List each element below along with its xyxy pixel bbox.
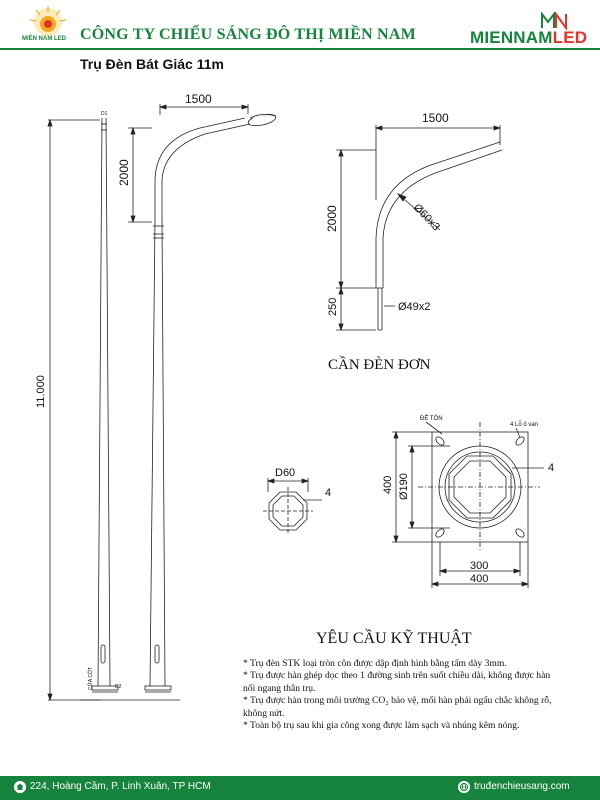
requirement-item: * Trụ được hàn ghép dọc theo 1 đường sin… xyxy=(243,670,551,694)
arm-tube-upper-label: Ø60x3 xyxy=(411,202,442,234)
base-thickness-label: 4 xyxy=(548,462,554,474)
pole-arm-rise-label: 2000 xyxy=(117,159,131,186)
company-logo-icon xyxy=(29,6,67,36)
base-size-bottom-label: 400 xyxy=(470,573,488,585)
pole-d2-label: D2 xyxy=(115,684,122,690)
home-icon xyxy=(14,781,26,793)
brand-logo: MIENNAMLED xyxy=(470,28,587,48)
base-circle-label: Ø190 xyxy=(398,473,410,500)
pole-arm-reach-label: 1500 xyxy=(185,92,212,106)
base-plate-label: ĐẾ TÔN xyxy=(420,415,443,422)
globe-icon xyxy=(458,781,470,793)
section-diameter-label: D60 xyxy=(275,467,295,479)
arm-rise-label: 2000 xyxy=(325,205,339,232)
arm-reach-label: 1500 xyxy=(422,111,449,125)
brand-main: MIENNAM xyxy=(470,28,553,47)
requirement-item: * Trụ đèn STK loại tròn côn được dập địn… xyxy=(243,658,507,669)
brand-mark-icon xyxy=(541,12,567,30)
header-rule xyxy=(0,48,600,50)
company-name: CÔNG TY CHIẾU SÁNG ĐÔ THỊ MIỀN NAM xyxy=(80,26,416,43)
pole-door-label: CỬA CỘT xyxy=(87,667,94,690)
arm-sleeve-label: 250 xyxy=(327,298,339,316)
arm-caption: CẦN ĐÈN ĐƠN xyxy=(328,357,431,373)
base-hole-spacing-label: 300 xyxy=(470,560,488,572)
section-thickness-label: 4 xyxy=(325,487,331,499)
base-size-label: 400 xyxy=(382,476,394,494)
base-holes-label: 4 Lỗ ô van xyxy=(510,421,538,428)
page-title: Trụ Đèn Bát Giác 11m xyxy=(80,56,224,72)
logo-left-text: MIỀN NAM LED xyxy=(22,36,66,42)
footer-address: 224, Hoàng Cầm, P. Linh Xuân, TP HCM xyxy=(30,781,211,792)
brand-accent: LED xyxy=(552,28,588,47)
requirements-title: YÊU CẦU KỸ THUẬT xyxy=(316,630,472,647)
pole-d1-label: D1 xyxy=(101,111,108,117)
requirement-item: * Toàn bộ trụ sau khi gia công xong được… xyxy=(243,720,520,732)
header: MIỀN NAM LED CÔNG TY CHIẾU SÁNG ĐÔ THỊ M… xyxy=(0,0,600,52)
footer-website[interactable]: truđenchieusang.com xyxy=(474,781,570,792)
pole-height-label: 11.000 xyxy=(35,375,47,408)
requirement-item: * Trụ được hàn trong môi trường CO₂ bảo … xyxy=(243,695,552,719)
arm-tube-lower-label: Ø49x2 xyxy=(398,301,430,313)
footer: 224, Hoàng Cầm, P. Linh Xuân, TP HCM tru… xyxy=(0,776,600,800)
requirements-list: * Trụ đèn STK loại tròn côn được dập địn… xyxy=(243,658,563,732)
